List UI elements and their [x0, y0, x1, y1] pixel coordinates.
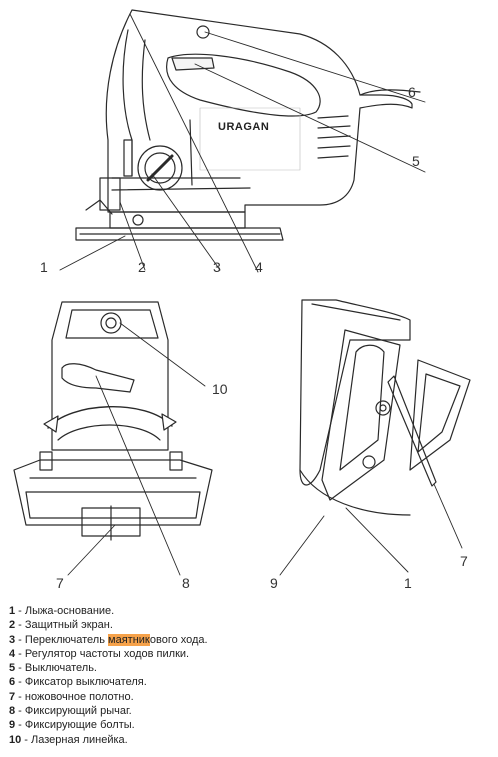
- legend-separator: -: [15, 647, 25, 660]
- legend-separator: -: [15, 605, 25, 617]
- legend-item: 5 - Выключатель.: [9, 661, 489, 675]
- legend-text: Фиксатор выключателя.: [24, 676, 147, 689]
- parts-legend: 1 - Лыжа-основание.2 - Защитный экран.3 …: [9, 604, 489, 747]
- legend-text: Лазерная линейка.: [31, 733, 128, 746]
- callout-9: 9: [270, 575, 278, 591]
- legend-separator: -: [15, 633, 25, 646]
- legend-separator: -: [15, 690, 25, 703]
- callout-8: 8: [182, 575, 190, 591]
- legend-item: 8 - Фиксирующий рычаг.: [9, 704, 489, 718]
- legend-item: 4 - Регулятор частоты ходов пилки.: [9, 647, 489, 661]
- callout-1-side: 1: [404, 575, 412, 591]
- legend-number: 7: [9, 690, 16, 703]
- legend-number: 5: [9, 662, 16, 675]
- legend-item: 10 - Лазерная линейка.: [9, 733, 489, 747]
- legend-item: 7 - ножовочное полотно.: [9, 690, 489, 704]
- callout-7-front: 7: [56, 575, 64, 591]
- legend-text: Лыжа-основание.: [24, 605, 115, 617]
- callout-7-side: 7: [460, 553, 468, 569]
- jigsaw-front-view: [13, 301, 213, 541]
- legend-text: ножовочное полотно.: [24, 690, 134, 703]
- callout-4: 4: [255, 259, 263, 275]
- callout-3: 3: [213, 259, 221, 275]
- leaders-side: [279, 483, 463, 576]
- legend-text: Выключатель.: [24, 662, 97, 675]
- jigsaw-diagram: URAGAN 6 5 1 2 3 4 10 7 8 9 1 7: [13, 9, 471, 591]
- legend-text: Фиксирующие болты.: [24, 719, 135, 732]
- callout-6: 6: [408, 84, 416, 100]
- legend-text: Переключатель: [24, 633, 109, 646]
- legend-item: 9 - Фиксирующие болты.: [9, 718, 489, 732]
- legend-item: 3 - Переключатель маятникового хода.: [9, 633, 489, 647]
- legend-item: 2 - Защитный экран.: [9, 618, 489, 632]
- legend-item: 1 - Лыжа-основание.: [9, 604, 489, 618]
- legend-item: 6 - Фиксатор выключателя.: [9, 675, 489, 689]
- callout-5: 5: [412, 153, 420, 169]
- legend-number: 1: [9, 605, 16, 617]
- legend-number: 8: [9, 705, 16, 718]
- jigsaw-blade-holder-view: [299, 299, 471, 516]
- callout-numbers: 6 5 1 2 3 4 10 7 8 9 1 7: [40, 84, 468, 591]
- legend-separator: -: [15, 662, 25, 675]
- legend-text: Фиксирующий рычаг.: [24, 705, 132, 718]
- legend-separator: -: [15, 619, 25, 632]
- legend-number: 9: [9, 719, 16, 732]
- legend-number: 2: [9, 619, 16, 632]
- legend-number: 4: [9, 647, 16, 660]
- legend-separator: -: [21, 733, 32, 746]
- callout-2: 2: [138, 259, 146, 275]
- legend-text: Защитный экран.: [24, 619, 113, 632]
- callout-1: 1: [40, 259, 48, 275]
- jigsaw-side-view: [75, 9, 421, 241]
- legend-number: 6: [9, 676, 16, 689]
- legend-text: Регулятор частоты ходов пилки.: [24, 647, 190, 660]
- callout-10: 10: [212, 381, 228, 397]
- legend-number: 3: [9, 633, 16, 646]
- legend-separator: -: [15, 705, 25, 718]
- brand-label: URAGAN: [218, 121, 269, 133]
- legend-number: 10: [9, 733, 22, 746]
- leaders-front: [67, 322, 206, 576]
- leaders-top: [59, 13, 426, 273]
- legend-text-suffix: ового хода.: [149, 633, 208, 646]
- legend-highlight: маятник: [108, 633, 150, 646]
- legend-separator: -: [15, 676, 25, 689]
- legend-separator: -: [15, 719, 25, 732]
